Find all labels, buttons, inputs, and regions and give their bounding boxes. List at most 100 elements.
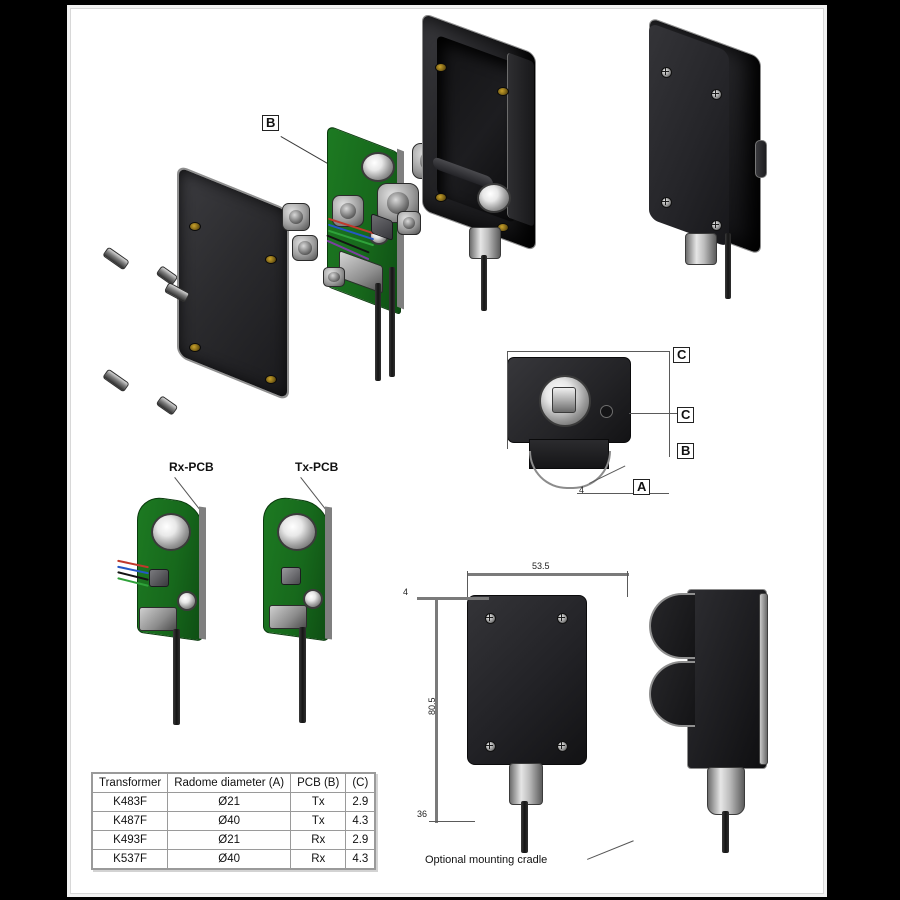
side-view-lid-edge [759,593,768,765]
fastener-screw-low [155,395,179,416]
table-row: K493F Ø21 Rx 2.9 [91,830,376,850]
rx-transformer [149,569,169,587]
cell-c: 2.9 [345,792,376,812]
side-view-cable [722,811,729,853]
bottom-height-ext-bottom [429,821,475,822]
cell-transformer: K487F [91,811,169,831]
cradle-note-label: Optional mounting cradle [425,854,548,866]
enclosure-cover-plate [177,164,289,402]
side-view-cradle-top [649,593,695,659]
cell-pcb: Rx [290,830,347,850]
front-dim-label-c-top: C [673,347,691,363]
front-dim-radome-inner [552,387,576,413]
rx-pcb-led [177,591,197,611]
cell-pcb: Tx [290,811,347,831]
radome-large-exploded [361,152,395,182]
closed-enclosure-screw-tr [711,89,722,100]
front-dim-label-a: A [633,479,651,495]
bottom-height-value: 80.5 [427,697,437,715]
bottom-offset-value: 4 [403,587,409,597]
front-dim-top-line [507,351,669,352]
closed-enclosure-screw-br [711,220,722,231]
closed-enclosure-screw-tl [661,67,672,78]
bottom-front-screw-bl [485,741,496,752]
bottom-front-screw-tl [485,613,496,624]
tx-pcb-label: Tx-PCB [295,460,339,474]
rx-pcb-cable [173,629,180,725]
front-dim-label-c-mid: C [677,407,695,423]
tx-pcb-cable [299,627,306,723]
rx-pcb-radome [151,513,191,551]
front-dim-cradle-arc [529,451,611,489]
spec-table-element: Transformer Radome diameter (A) PCB (B) … [91,773,376,869]
cover-screwhole-tl [189,222,201,231]
transducer-nut-5 [292,235,318,261]
bottom-front-screw-br [557,741,568,752]
open-enclosure-hole-tl [435,63,447,72]
fastener-screw-bottom [102,368,130,393]
front-dim-right-ext [669,351,670,457]
front-dim-small-hole [600,405,613,418]
rx-pcb-connector [139,607,177,631]
bottom-width-value: 53.5 [532,561,550,571]
tx-pcb-led [303,589,323,609]
enclosure-closed-cable [725,233,731,299]
front-dim-left-ext [507,351,508,449]
cell-c: 2.9 [345,830,376,850]
front-dim-bottom-line [577,493,669,494]
exploded-mount-clip [323,267,345,287]
enclosure-open-cable-gland [469,227,501,259]
th-pcb: PCB (B) [290,773,347,793]
table-header-row: Transformer Radome diameter (A) PCB (B) … [91,773,376,793]
specification-table: Transformer Radome diameter (A) PCB (B) … [91,772,377,870]
closed-enclosure-screw-bl [661,197,672,208]
th-transformer: Transformer [91,773,169,793]
transducer-nut-6 [397,211,421,235]
front-dim-label-b: B [677,443,695,459]
enclosure-closed-cable-gland [685,233,717,265]
exploded-cable-left [375,283,381,381]
cover-screwhole-tr [265,255,277,264]
enclosure-closed-lid [649,22,729,248]
cradle-note-leader [587,840,634,860]
rx-pcb-label: Rx-PCB [169,460,214,474]
front-dim-mid-line [629,413,681,414]
tx-pcb-edge [325,506,332,640]
cell-pcb: Rx [290,849,347,869]
bottom-offset-dim-line [417,597,489,600]
transducer-nut-4 [282,203,310,231]
drawing-frame: B [70,8,824,894]
tx-pcb-component [281,567,301,585]
cell-c: 4.3 [345,811,376,831]
open-enclosure-hole-tr [497,87,509,96]
table-row: K537F Ø40 Rx 4.3 [91,849,376,869]
th-c: (C) [345,773,376,793]
cover-screwhole-bl [189,343,201,352]
open-enclosure-hole-bl [435,193,447,202]
bottom-front-gland [509,763,543,805]
fastener-screw-top [102,246,130,271]
tx-pcb-connector [269,605,307,629]
cell-transformer: K537F [91,849,169,869]
cell-c: 4.3 [345,849,376,869]
cell-radome: Ø21 [167,792,292,812]
bottom-front-screw-tr [557,613,568,624]
rx-pcb-edge [199,506,206,640]
cell-radome: Ø21 [167,830,292,850]
drawing-canvas: B [77,15,817,887]
callout-b: B [262,115,280,131]
bottom-height-dim-line [435,597,438,823]
tx-pcb-radome [277,513,317,551]
cell-transformer: K483F [91,792,169,812]
side-view-body [687,589,767,769]
enclosure-open-cable [481,255,487,311]
cell-radome: Ø40 [167,811,292,831]
bottom-width-ext-right [627,571,628,597]
cell-radome: Ø40 [167,849,292,869]
enclosure-internal-radome [477,183,511,213]
front-dim-small-text: 4 [579,485,585,495]
fastener-screw-mid [155,265,179,286]
cell-pcb: Tx [290,792,347,812]
bottom-width-dim-line [467,573,629,576]
